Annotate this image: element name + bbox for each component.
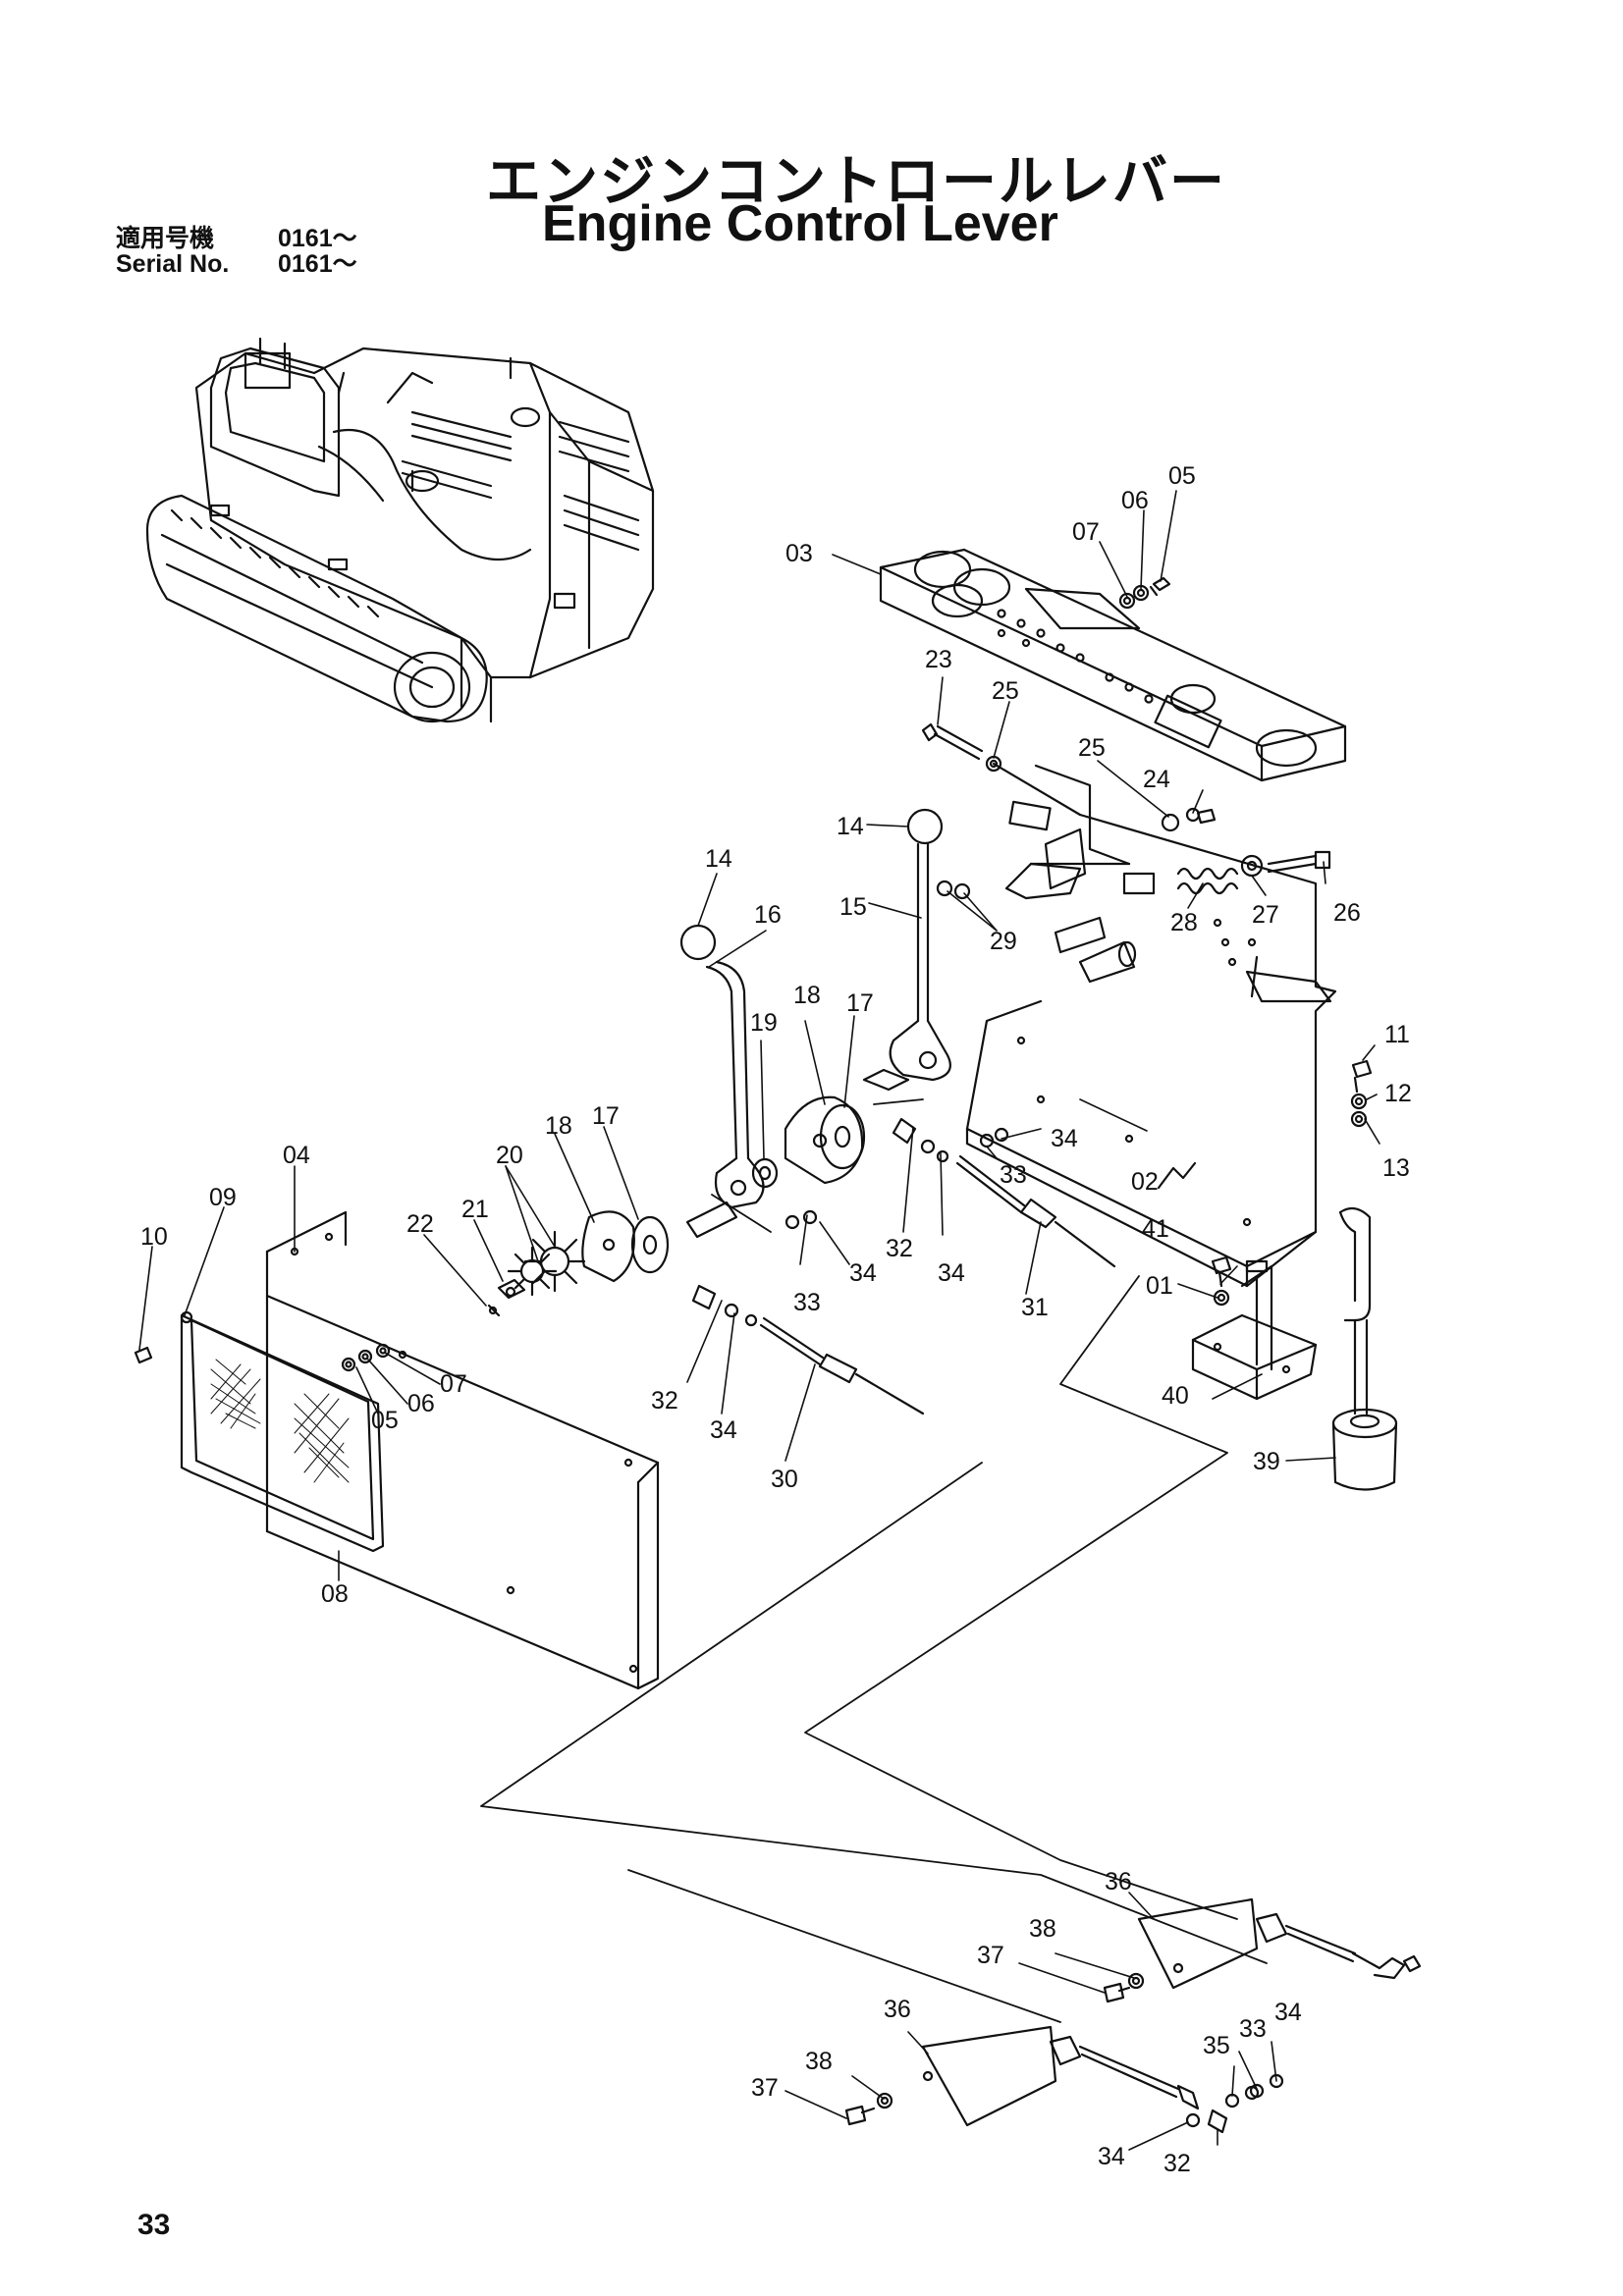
callout-05b: 05	[371, 1407, 399, 1434]
callout-06b: 06	[407, 1390, 435, 1417]
serial-english-value: 0161～	[278, 250, 357, 278]
callout-22: 22	[406, 1210, 434, 1238]
leader-lines	[138, 490, 1380, 2151]
callout-35: 35	[1203, 2032, 1230, 2059]
callout-34d: 34	[710, 1416, 737, 1444]
callout-17a: 17	[846, 989, 874, 1017]
callout-13: 13	[1382, 1154, 1410, 1182]
callout-07: 07	[1072, 518, 1100, 546]
callout-38a: 38	[1029, 1915, 1056, 1943]
part-15-lever	[862, 808, 951, 1092]
callout-33c: 33	[1239, 2015, 1267, 2043]
callout-33a: 33	[1000, 1161, 1027, 1189]
callout-09: 09	[209, 1184, 237, 1211]
callout-07b: 07	[440, 1370, 467, 1398]
callout-25b: 25	[1078, 734, 1106, 762]
callout-37b: 37	[751, 2074, 779, 2102]
callout-34b: 34	[938, 1259, 965, 1287]
callout-29: 29	[990, 928, 1017, 955]
callout-34f: 34	[1098, 2143, 1125, 2170]
callout-36a: 36	[1105, 1868, 1132, 1896]
callout-23: 23	[925, 646, 952, 673]
callout-28: 28	[1170, 909, 1198, 936]
detent-17-18-19-upper	[751, 1095, 866, 1189]
callout-41: 41	[1142, 1215, 1169, 1243]
callout-37a: 37	[977, 1942, 1004, 1969]
callout-26: 26	[1333, 899, 1361, 927]
callout-19: 19	[750, 1009, 778, 1037]
callout-33b: 33	[793, 1289, 821, 1316]
part-08-mesh-screen	[180, 1310, 385, 1553]
page-number: 33	[137, 2209, 171, 2241]
callout-20: 20	[496, 1142, 523, 1169]
callout-02: 02	[1131, 1168, 1159, 1196]
callout-31: 31	[1021, 1294, 1049, 1321]
cable-31-upper	[892, 1117, 1116, 1268]
callout-27: 27	[1252, 901, 1279, 929]
bracket-36-upper	[1103, 1897, 1422, 2003]
part-04-side-cover	[265, 1210, 660, 1690]
callout-34c: 34	[849, 1259, 877, 1287]
callout-05: 05	[1168, 462, 1196, 490]
part-39-lever-housing	[1331, 1206, 1398, 1491]
page-title-japanese: エンジンコントロールレバー	[486, 150, 1226, 214]
callout-40: 40	[1162, 1382, 1189, 1410]
serial-japanese-label: 適用号機	[116, 225, 215, 252]
callout-18b: 18	[545, 1112, 572, 1140]
cable-30-lower	[691, 1284, 925, 1415]
detent-17-18-20-21-22-lower	[487, 1210, 670, 1317]
callout-32c: 32	[1163, 2150, 1191, 2177]
part-03-instrument-panel	[879, 548, 1347, 782]
callout-36b: 36	[884, 1996, 911, 2023]
fastener-05-06-07-top	[1118, 576, 1171, 610]
callout-03: 03	[785, 540, 813, 567]
serial-japanese-value: 0161～	[278, 225, 357, 252]
callout-10: 10	[140, 1223, 168, 1251]
callout-16: 16	[754, 901, 782, 929]
callout-34a: 34	[1051, 1125, 1078, 1152]
bracket-assembly	[936, 764, 1331, 984]
serial-english: Serial No. 0161～	[116, 251, 357, 277]
callout-32a: 32	[886, 1235, 913, 1262]
serial-english-label: Serial No.	[116, 250, 230, 278]
callout-25a: 25	[992, 677, 1019, 705]
serial-japanese: 適用号機 0161～	[116, 226, 357, 251]
callout-32b: 32	[651, 1387, 678, 1415]
page-title-english: Engine Control Lever	[542, 195, 1058, 252]
fastener-23-25	[921, 722, 1082, 817]
callout-04: 04	[283, 1142, 310, 1169]
fastener-10	[134, 1346, 153, 1364]
callout-08: 08	[321, 1580, 349, 1608]
callout-30: 30	[771, 1466, 798, 1493]
callout-39: 39	[1253, 1448, 1280, 1475]
callout-14a: 14	[837, 813, 864, 840]
callout-01: 01	[1146, 1272, 1173, 1300]
callout-15: 15	[839, 893, 867, 921]
callout-17b: 17	[592, 1102, 620, 1130]
callout-11: 11	[1384, 1021, 1410, 1048]
part-02-bracket-plate	[965, 813, 1337, 1288]
callout-18a: 18	[793, 982, 821, 1009]
callout-14b: 14	[705, 845, 732, 873]
part-16-lever	[679, 924, 765, 1239]
callout-38b: 38	[805, 2048, 833, 2075]
fastener-11-12-13	[1350, 1059, 1373, 1128]
excavator-illustration	[145, 337, 655, 723]
part-40-bracket	[1191, 1264, 1318, 1401]
callout-12: 12	[1384, 1080, 1412, 1107]
callout-21: 21	[461, 1196, 489, 1223]
callout-24: 24	[1143, 766, 1170, 793]
callout-06: 06	[1121, 487, 1149, 514]
fastener-05-06-07-lower	[341, 1343, 391, 1372]
callout-34e: 34	[1274, 1999, 1302, 2026]
callout-labels: 05 06 07 03 23 25 25 24 14 15 28 27 26 2…	[140, 462, 1412, 2177]
bracket-36-lower	[844, 2025, 1284, 2134]
